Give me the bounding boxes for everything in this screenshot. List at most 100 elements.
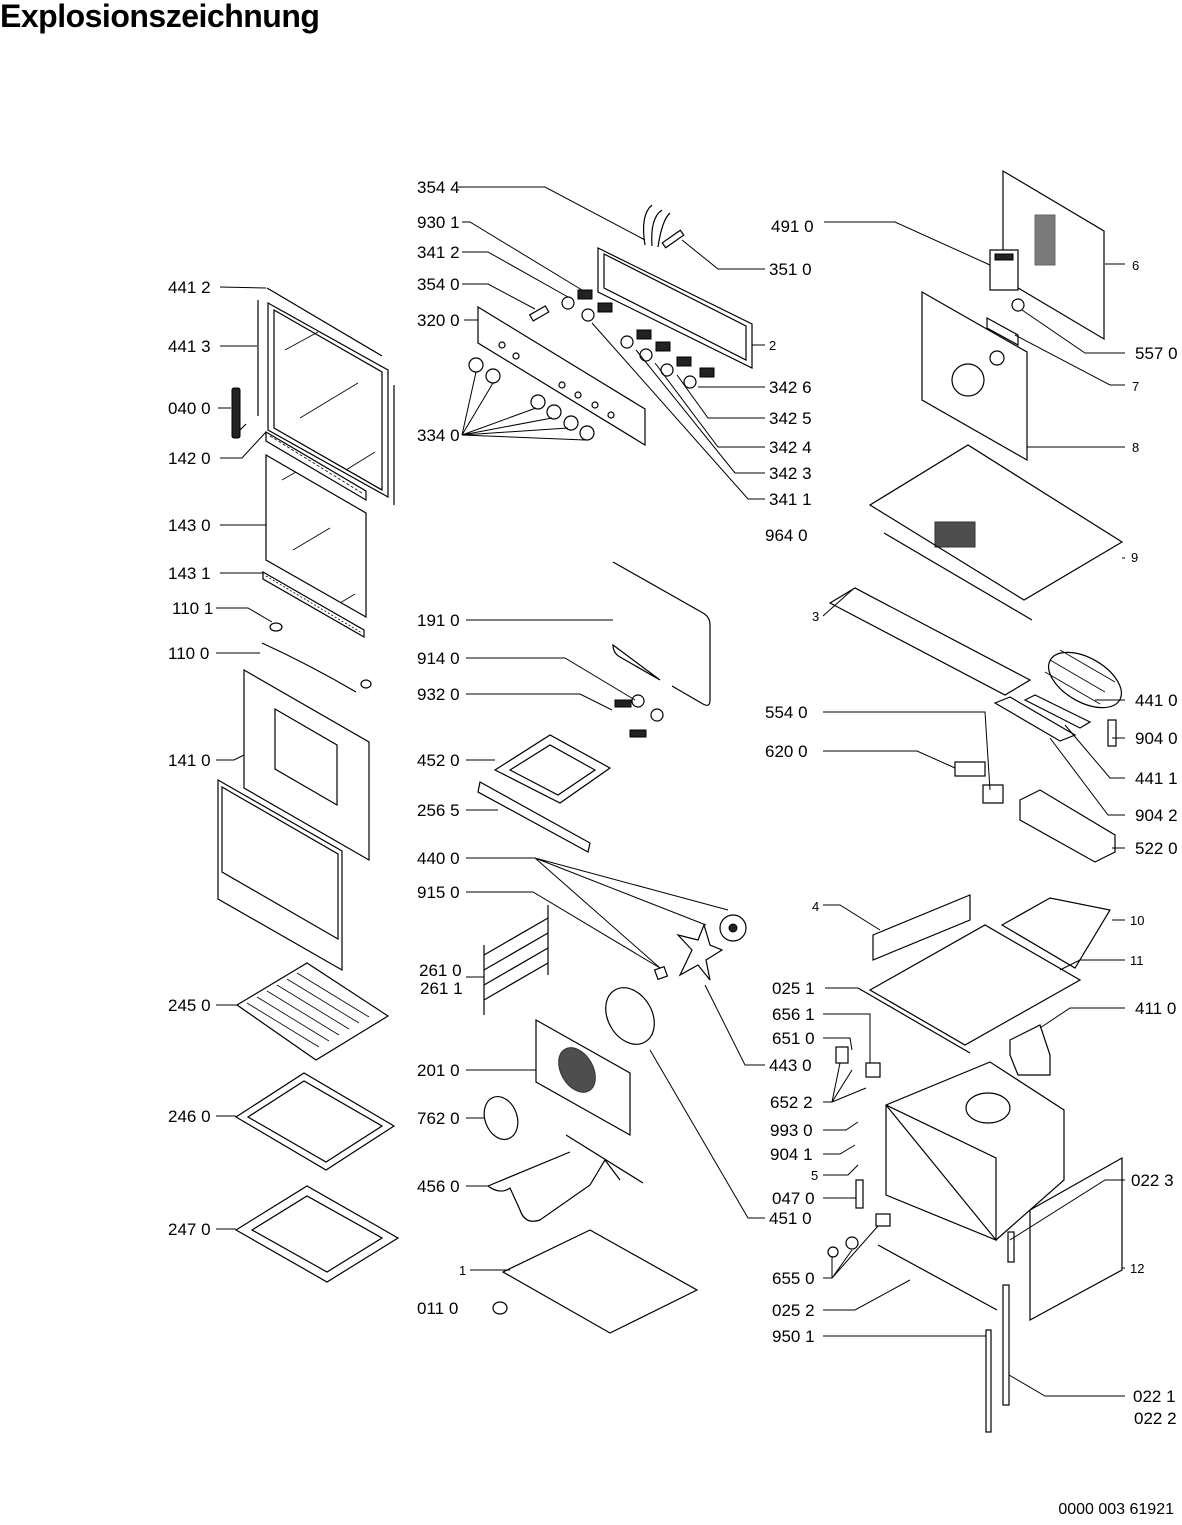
label-1101: 110 1 — [172, 599, 213, 618]
shelf-supports-2610 — [483, 905, 549, 1015]
label-4: 4 — [812, 899, 819, 914]
label-3412: 341 2 — [417, 243, 460, 262]
label-3425: 342 5 — [769, 409, 812, 428]
label-2: 2 — [769, 338, 776, 353]
label-0400: 040 0 — [168, 399, 211, 418]
fan-blade-4430 — [653, 923, 724, 981]
insulation-9640 — [883, 532, 1033, 621]
label-9150: 915 0 — [417, 883, 460, 902]
hinge-0221 — [1002, 1231, 1015, 1406]
label-0223: 022 3 — [1131, 1171, 1174, 1190]
glass-pane-1430 — [265, 453, 367, 619]
switch-6200 — [954, 761, 986, 777]
label-5540: 554 0 — [765, 703, 808, 722]
label-6: 6 — [1132, 258, 1139, 273]
label-11: 11 — [1130, 953, 1144, 968]
baking-tray-2460 — [234, 1072, 396, 1171]
label-3423: 342 3 — [769, 464, 812, 483]
label-1100: 110 0 — [168, 644, 209, 663]
oven-cavity — [885, 1061, 1065, 1242]
label-3426: 342 6 — [769, 378, 812, 397]
cover-plate-7620 — [483, 1096, 519, 1140]
label-1: 1 — [459, 1263, 466, 1278]
outer-door-glass-1410 — [217, 668, 370, 972]
handle-cap-1101 — [269, 622, 372, 689]
label-6522: 652 2 — [770, 1093, 813, 1112]
label-4560: 456 0 — [417, 1177, 460, 1196]
label-3424: 342 4 — [769, 438, 812, 457]
label-8: 8 — [1132, 440, 1139, 455]
fan-motor-4400 — [719, 914, 747, 942]
label-3: 3 — [812, 609, 819, 624]
lower-element-4560 — [487, 1134, 644, 1222]
label-9041: 904 1 — [770, 1145, 813, 1164]
part-labels: 354 4 930 1 341 2 354 0 320 0 334 0 351 … — [168, 178, 1178, 1428]
junction-box-4110 — [1009, 1024, 1051, 1076]
label-9040: 904 0 — [1135, 729, 1178, 748]
rear-panel-2010 — [535, 1018, 631, 1137]
label-4520: 452 0 — [417, 751, 460, 770]
label-2010: 201 0 — [417, 1061, 460, 1080]
label-0221: 022 1 — [1133, 1387, 1176, 1406]
cooling-fan-4410 — [1044, 649, 1122, 709]
label-12: 12 — [1130, 1261, 1144, 1276]
label-4411: 441 1 — [1135, 769, 1178, 788]
label-9140: 914 0 — [417, 649, 460, 668]
glass-strip-1431 — [262, 570, 365, 639]
label-3411: 341 1 — [769, 490, 812, 509]
label-2565: 256 5 — [417, 801, 460, 820]
label-4430: 443 0 — [769, 1056, 812, 1075]
bottom-panel-1 — [501, 1229, 699, 1334]
label-4400: 440 0 — [417, 849, 460, 868]
lamp-0470 — [855, 1179, 864, 1209]
label-7: 7 — [1132, 379, 1139, 394]
label-5220: 522 0 — [1135, 839, 1178, 858]
timer-module-5220 — [1019, 789, 1116, 863]
inner-door-frame — [267, 301, 389, 499]
label-6200: 620 0 — [765, 742, 808, 761]
label-6561: 656 1 — [772, 1005, 815, 1024]
page-title: Explosionszeichnung — [0, 0, 320, 34]
seal-9501 — [985, 1329, 992, 1433]
label-2460: 246 0 — [168, 1107, 211, 1126]
roasting-pan-2470 — [234, 1185, 400, 1283]
knob-spindle-3540 — [528, 305, 550, 322]
top-cover-9 — [868, 444, 1124, 601]
label-0222: 022 2 — [1134, 1409, 1177, 1428]
label-4910: 491 0 — [771, 217, 814, 236]
tray-3 — [828, 587, 1032, 696]
thermostat-5570 — [1011, 298, 1025, 312]
label-9301: 930 1 — [417, 213, 460, 232]
label-5: 5 — [811, 1168, 818, 1183]
leader-lines — [216, 186, 1125, 1397]
circular-element-4510 — [605, 987, 655, 1045]
lamp-parts-6561 — [835, 1046, 881, 1078]
label-9042: 904 2 — [1135, 806, 1178, 825]
label-1910: 191 0 — [417, 611, 460, 630]
label-3540: 354 0 — [417, 275, 460, 294]
label-2610: 261 0 — [419, 961, 462, 980]
rail-0252 — [877, 1244, 998, 1311]
control-panel-3200 — [477, 305, 646, 447]
label-4510: 451 0 — [769, 1209, 812, 1228]
label-6550: 655 0 — [772, 1269, 815, 1288]
label-10: 10 — [1130, 913, 1144, 928]
label-1420: 142 0 — [168, 449, 211, 468]
vent-strip-1420 — [265, 430, 367, 502]
label-3544: 354 4 — [417, 178, 460, 197]
top-plate-11 — [868, 924, 1082, 1046]
gasket-1910 — [612, 561, 711, 706]
label-4410: 441 0 — [1135, 691, 1178, 710]
foot-0110 — [492, 1301, 508, 1315]
rear-cover-6 — [1002, 169, 1105, 341]
transformer-4910 — [989, 249, 1019, 291]
control-bracket-2 — [597, 247, 753, 369]
cover-10 — [1000, 897, 1111, 969]
door-frame-4412 — [266, 287, 383, 357]
label-3340: 334 0 — [417, 426, 460, 445]
label-0110: 011 0 — [417, 1299, 458, 1318]
door-hinge-0400 — [231, 387, 247, 439]
control-knobs-3340 — [468, 357, 595, 441]
rail-0251 — [857, 987, 971, 1054]
